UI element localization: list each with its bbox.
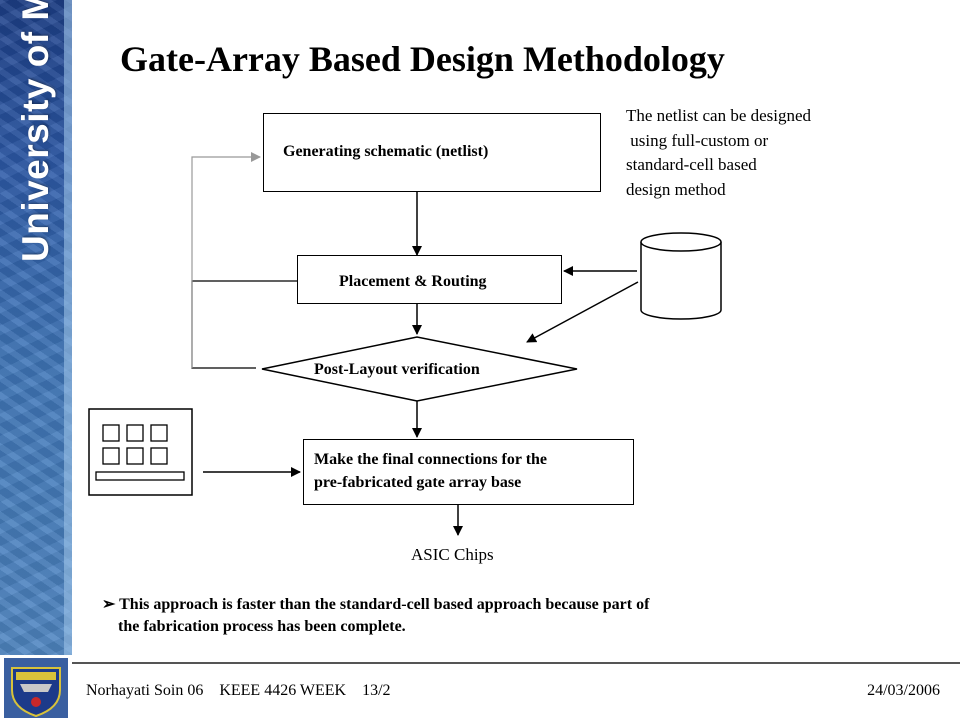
verification-label: Post-Layout verification [314,361,480,378]
university-crest-icon [4,658,68,718]
library-database-icon [640,232,722,320]
feedback-to-placement [191,280,298,369]
bullet-point: ➢ This approach is faster than the stand… [102,594,649,638]
arrow-library-to-verification [526,281,639,343]
slide-title: Gate-Array Based Design Methodology [120,39,725,79]
connections-box [303,439,634,505]
sidebar-stripe [64,0,72,655]
schematic-box [263,113,601,192]
connections-label-line1: Make the final connections for the [314,451,548,468]
netlist-note: The netlist can be designed using full-c… [626,106,812,199]
footer-left: Norhayati Soin 06 KEEE 4426 WEEK 13/2 [86,682,391,699]
bullet-text: This approach is faster than the standar… [118,596,650,635]
sidebar-banner: University of Malaya [0,0,72,655]
bullet-arrow-icon: ➢ [102,596,116,613]
asic-chips-label: ASIC Chips [411,545,494,564]
footer-divider [72,662,960,664]
sidebar-pattern [0,0,72,655]
footer-date: 24/03/2006 [867,682,940,699]
gate-array-base-icon [88,408,193,496]
feedback-to-schematic [191,152,261,368]
verification-diamond [261,336,578,402]
connections-label-line2: pre-fabricated gate array base [314,474,522,491]
placement-box [297,255,562,304]
schematic-label: Generating schematic (netlist) [283,143,489,160]
placement-label: Placement & Routing [339,273,487,290]
